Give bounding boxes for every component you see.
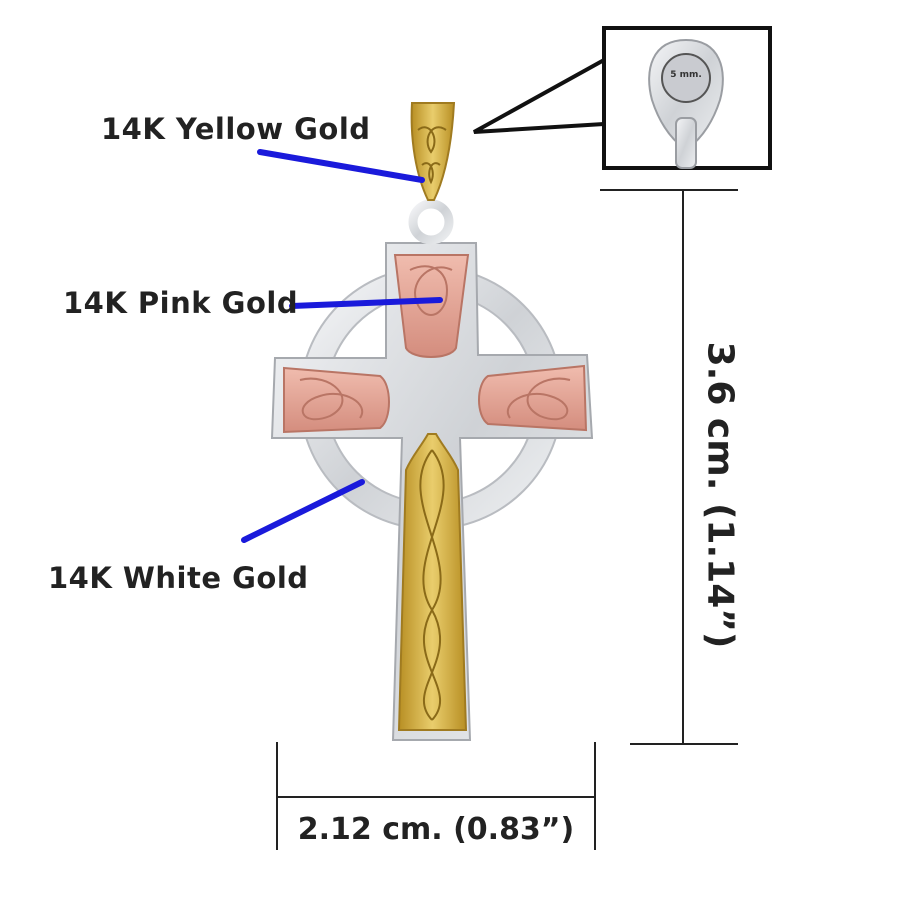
label-yellow-gold: 14K Yellow Gold [101,112,371,146]
label-white-gold: 14K White Gold [48,561,309,595]
pink-gold-top-arm [393,254,470,358]
bail-opening-icon [661,53,711,103]
pointer-pink-gold [289,297,443,309]
width-dimension-lines [276,742,596,850]
pointer-yellow-gold [257,149,425,183]
yellow-gold-shaft [397,433,468,731]
jump-ring [408,199,454,245]
bail-opening-label: 5 mm. [670,70,702,80]
pink-gold-right-arm [478,364,588,432]
height-dimension-lines [600,189,738,745]
pointer-white-gold [241,479,365,543]
pink-gold-left-arm [283,366,390,434]
height-dimension-label: 3.6 cm. (1.14”) [699,341,741,649]
yellow-gold-bail [410,102,456,201]
width-dimension-label: 2.12 cm. (0.83”) [297,812,575,847]
label-pink-gold: 14K Pink Gold [63,286,299,320]
bail-inset [473,26,772,170]
